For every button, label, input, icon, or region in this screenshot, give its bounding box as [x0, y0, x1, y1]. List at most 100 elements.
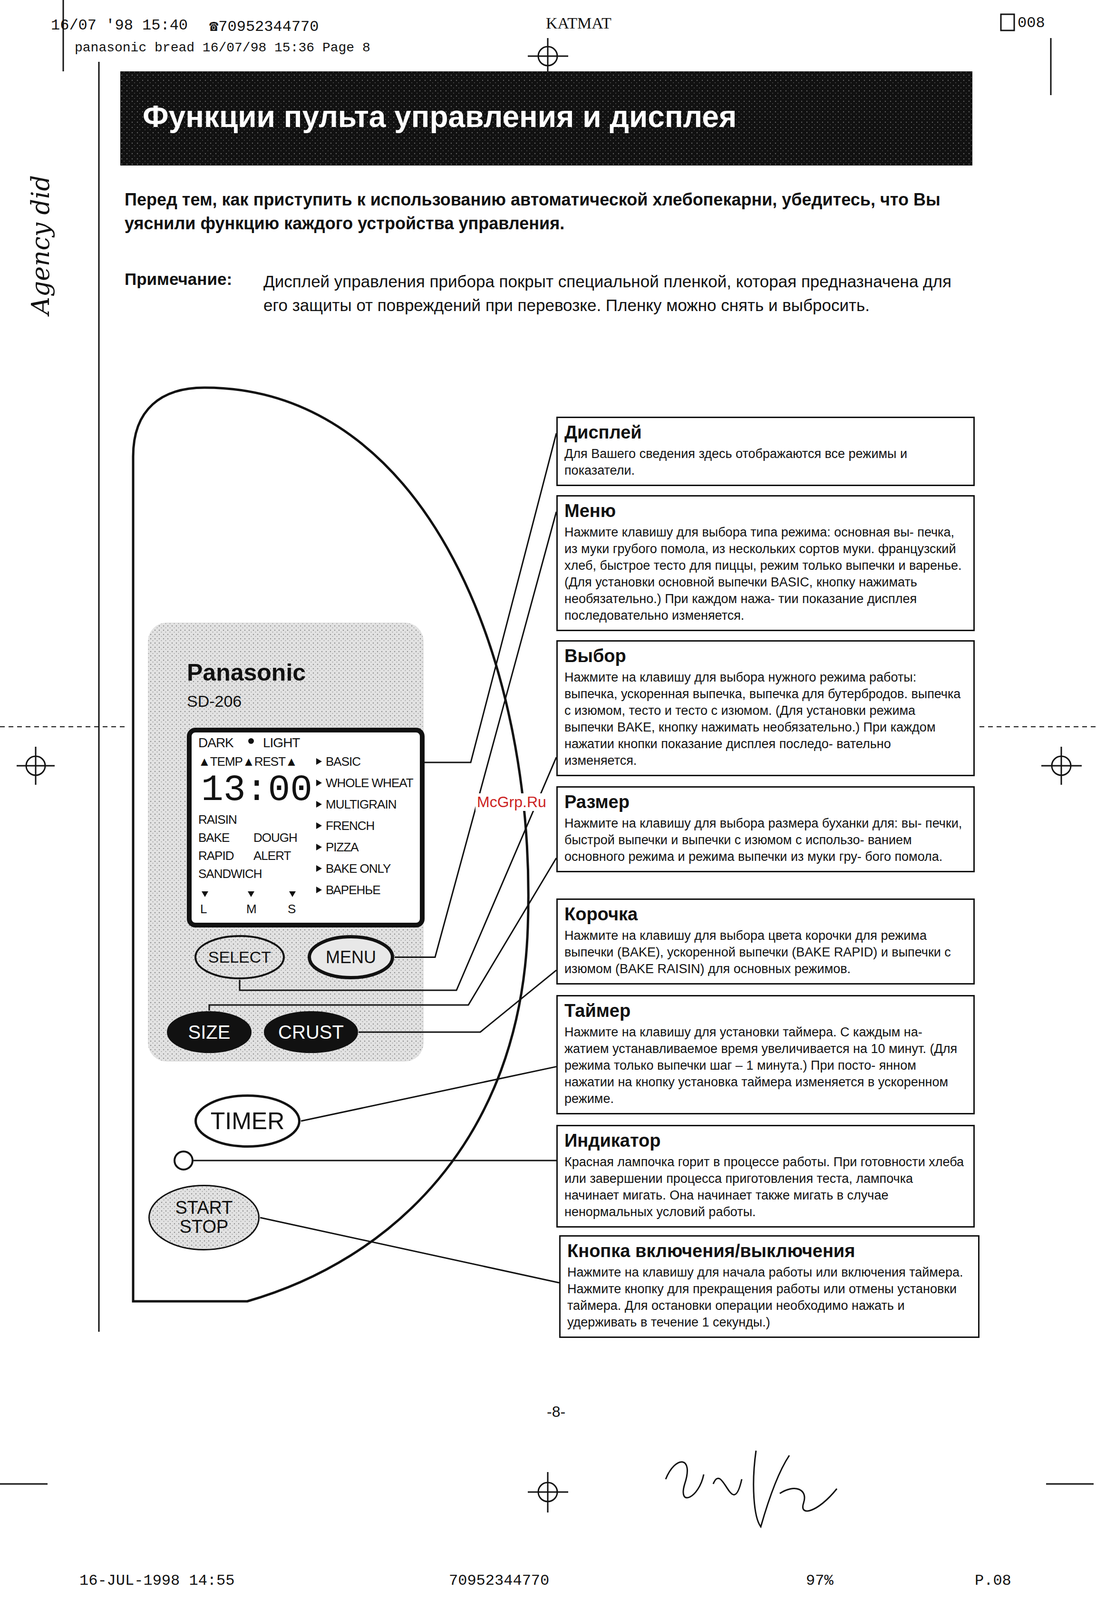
label-text: KATMAT	[545, 14, 612, 33]
leader-connector	[424, 433, 557, 763]
box-body: Красная лампочка горит в процессе работы…	[564, 1153, 967, 1221]
box-body: Нажмите на клавишу для начала работы или…	[567, 1263, 972, 1331]
label-text: 16-JUL-1998 14:55	[79, 1571, 235, 1590]
button-outline	[167, 1011, 252, 1053]
lcd-text: ВАРЕНЬЕ	[325, 883, 381, 896]
lcd-triangle	[289, 891, 296, 897]
callout-box: МенюНажмите клавишу для выбора типа режи…	[556, 494, 975, 631]
callout-box: КорочкаНажмите на клавишу для выбора цве…	[556, 898, 975, 985]
leader-connector	[394, 511, 557, 958]
crop-marks	[0, 0, 1096, 1513]
button-label: SELECT	[208, 948, 272, 966]
lcd-text: S	[287, 902, 296, 915]
title-text: Функции пульта управления и дисплея	[142, 98, 737, 135]
lcd-ground	[189, 729, 423, 925]
lcd-text: FRENCH	[325, 819, 375, 832]
leader-connector	[300, 1066, 557, 1121]
box-body: Нажмите клавишу для выбора типа режима: …	[564, 523, 967, 625]
label-text: -8-	[546, 1402, 566, 1421]
button-label: CRUST	[278, 1021, 344, 1042]
lcd-text: LIGHT	[262, 736, 300, 750]
signature	[665, 1450, 837, 1527]
label-text: Дисплей управления прибора покрыт специа…	[263, 269, 968, 318]
title-band	[120, 71, 973, 166]
lcd-text: PIZZA	[325, 840, 359, 854]
lcd-text: BAKE ONLY	[325, 862, 391, 875]
button-outline	[149, 1185, 260, 1250]
button-label: START STOP	[168, 1198, 240, 1237]
handwritten-note: Agency did	[26, 149, 55, 340]
lcd-text: WHOLE WHEAT	[325, 776, 414, 789]
label-text: SD-206	[186, 691, 242, 711]
box-heading: Кнопка включения/выключения	[567, 1240, 972, 1262]
button-outline	[309, 936, 393, 978]
lcd-text: BAKE	[198, 831, 230, 844]
leader-line	[193, 1159, 476, 1162]
label-text: 16/07 '98 15:40	[50, 16, 188, 35]
leader-line	[475, 1159, 557, 1162]
lcd-triangle	[316, 864, 322, 872]
leader-connector	[358, 969, 557, 1032]
watermark: McGrp.Ru	[475, 793, 548, 811]
panel-outline	[133, 387, 529, 1301]
box-heading: Индикатор	[564, 1129, 967, 1152]
lcd-triangle	[316, 779, 322, 786]
lcd-triangle	[316, 843, 322, 851]
label-text: Panasonic	[186, 658, 306, 687]
lcd-text: L	[200, 902, 207, 915]
label-text: panasonic bread 16/07/98 15:36 Page 8	[74, 40, 371, 56]
lcd-triangle	[316, 757, 322, 765]
callout-box: Кнопка включения/выключенияНажмите на кл…	[559, 1234, 980, 1338]
leader-connector	[260, 1217, 560, 1283]
box-heading: Меню	[564, 500, 967, 523]
lcd-text: DOUGH	[253, 831, 298, 844]
lcd-triangle	[316, 822, 322, 829]
lcd-text: SANDWICH	[198, 867, 262, 880]
button-outline	[195, 935, 284, 979]
label-text: 70952344770	[448, 1571, 550, 1590]
leader-connector	[209, 857, 557, 1011]
lcd-text: M	[246, 902, 257, 915]
indicator-lamp	[174, 1151, 193, 1170]
box-heading: Дисплей	[564, 421, 967, 444]
label-text: ☎70952344770	[209, 16, 320, 36]
panel-button: TIMER	[193, 1093, 301, 1148]
label-text: P.08	[974, 1571, 1012, 1590]
lcd-text: 13:00	[201, 771, 313, 809]
panel-button: MENU	[307, 934, 395, 980]
lcd-text: RAISIN	[198, 813, 237, 826]
label-text: Примечание:	[124, 269, 233, 289]
panel-button: SIZE	[166, 1010, 253, 1054]
panel-button: SELECT	[193, 934, 286, 980]
lcd-text: DARK	[198, 736, 234, 750]
lcd-text: MULTIGRAIN	[325, 797, 397, 811]
label-text: 97%	[805, 1571, 834, 1590]
button-outline	[264, 1011, 358, 1053]
fax-icon	[1000, 14, 1015, 31]
box-heading: Корочка	[564, 903, 967, 926]
lcd-text: RAPID	[198, 849, 234, 862]
label-text: Перед тем, как приступить к использовани…	[124, 187, 981, 236]
button-outline	[195, 1095, 300, 1147]
callout-box: ТаймерНажмите на клавишу для установки т…	[556, 994, 975, 1115]
box-heading: Таймер	[564, 999, 967, 1022]
callout-box: ДисплейДля Вашего сведения здесь отображ…	[556, 416, 975, 486]
box-heading: Размер	[564, 791, 967, 814]
lcd-triangle	[201, 891, 209, 897]
callout-box: ВыборНажмите на клавишу для выбора нужно…	[556, 640, 975, 776]
lcd-display: DARKLIGHT▲TEMP▲REST▲13:00BASICWHOLE WHEA…	[186, 727, 425, 928]
button-label: TIMER	[210, 1108, 285, 1134]
callout-box: РазмерНажмите на клавишу для выбора разм…	[556, 785, 975, 873]
box-body: Нажмите на клавишу для установки таймера…	[564, 1023, 967, 1107]
lcd-triangle	[316, 800, 322, 808]
box-body: Нажмите на клавишу для выбора цвета коро…	[564, 927, 967, 978]
lcd-text: BASIC	[325, 755, 361, 768]
label-text: 008	[1017, 14, 1046, 32]
lcd-text: ALERT	[253, 849, 291, 862]
box-body: Для Вашего сведения здесь отображаются в…	[564, 445, 967, 479]
button-label: SIZE	[188, 1021, 231, 1042]
callout-box: ИндикаторКрасная лампочка горит в процес…	[556, 1124, 975, 1228]
lcd-triangle	[247, 891, 255, 897]
box-heading: Выбор	[564, 645, 967, 668]
